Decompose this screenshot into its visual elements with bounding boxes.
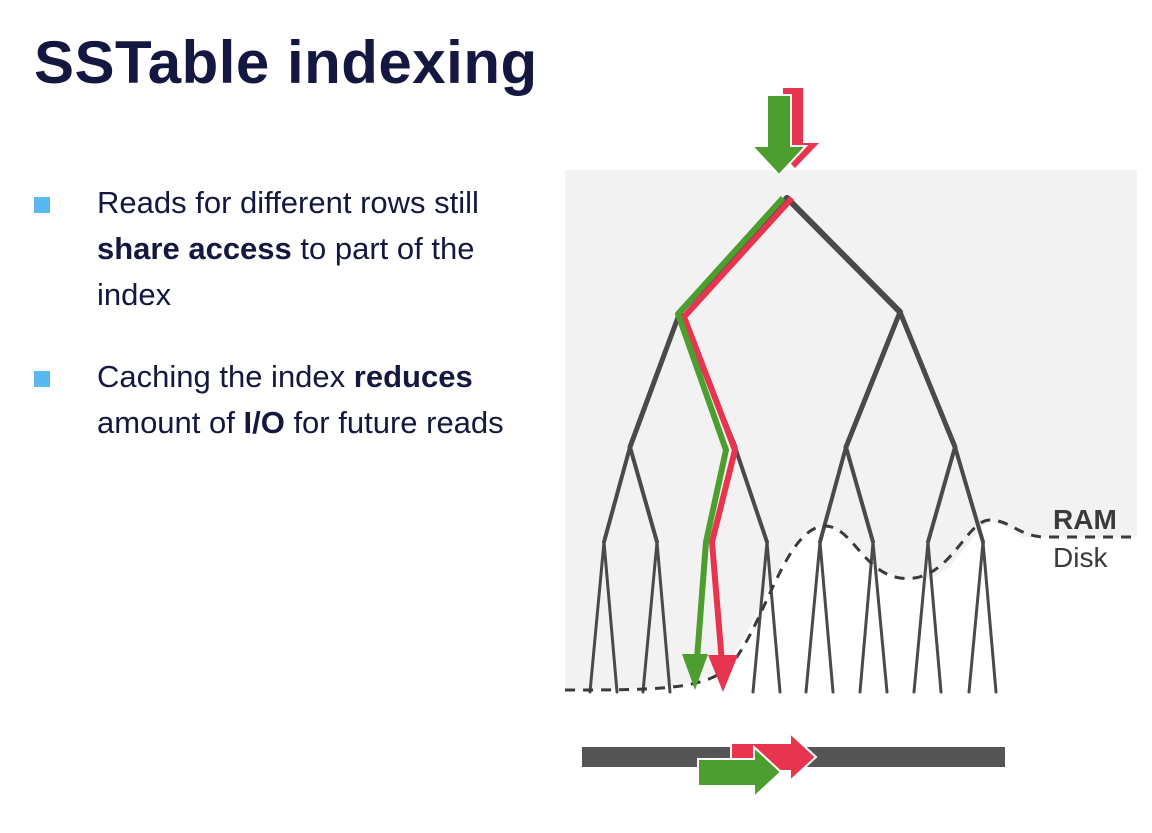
tree-edge bbox=[981, 540, 998, 694]
bullet-text-bold: reduces bbox=[353, 359, 473, 394]
bullet-text-part: Caching the index bbox=[97, 359, 354, 394]
bullet-text-bold: share access bbox=[97, 231, 292, 266]
bullet-item: Caching the index reduces amount of I/O … bbox=[34, 354, 504, 446]
bullet-text-bold: I/O bbox=[243, 405, 285, 440]
bullet-text: Caching the index reduces amount of I/O … bbox=[97, 359, 504, 440]
data-file-arrows bbox=[697, 730, 818, 800]
bullet-item: Reads for different rows still share acc… bbox=[34, 180, 504, 318]
bullet-marker-icon bbox=[34, 371, 50, 387]
entry-arrows bbox=[749, 88, 819, 177]
tree-edge bbox=[818, 540, 835, 694]
tree-edge bbox=[953, 445, 985, 544]
disk-label: Disk bbox=[1053, 542, 1108, 573]
green-arrowhead-icon bbox=[682, 654, 708, 690]
bullet-text: Reads for different rows still share acc… bbox=[97, 185, 479, 312]
tree-edge bbox=[655, 540, 672, 694]
green-entry-arrow-icon bbox=[749, 94, 809, 177]
tree-edge bbox=[641, 540, 659, 694]
bullet-text-part: amount of bbox=[97, 405, 244, 440]
tree-edge bbox=[628, 445, 659, 544]
ram-disk-boundary bbox=[564, 518, 1137, 692]
red-arrowhead-icon bbox=[708, 655, 738, 692]
tree-edge bbox=[843, 309, 903, 450]
bullet-text-part: to part of the index bbox=[97, 231, 475, 312]
ram-label: RAM bbox=[1053, 504, 1117, 535]
tree-edge bbox=[926, 540, 943, 694]
tree-edge bbox=[784, 195, 903, 315]
tree-edge bbox=[602, 445, 632, 544]
tree-edge bbox=[588, 540, 606, 694]
read-path-green bbox=[675, 195, 786, 690]
tree-edge bbox=[858, 540, 875, 694]
tree-edge bbox=[602, 540, 619, 694]
bullet-text-part: for future reads bbox=[284, 405, 504, 440]
tree-edge bbox=[871, 540, 889, 694]
page-title: SSTable indexing bbox=[34, 29, 538, 96]
tree-edge bbox=[765, 540, 782, 694]
tree-edge bbox=[733, 445, 769, 544]
tree-edge bbox=[844, 445, 875, 544]
tree-edge bbox=[926, 445, 957, 544]
tree-edge bbox=[897, 309, 958, 450]
tree-edge bbox=[912, 540, 930, 694]
tree-edge bbox=[967, 540, 985, 694]
green-file-arrow-icon bbox=[697, 744, 783, 800]
tree-edge bbox=[751, 540, 769, 694]
tree-edge bbox=[804, 540, 822, 694]
bullet-text-part: Reads for different rows still bbox=[97, 185, 479, 220]
tree-edge bbox=[627, 309, 683, 450]
bullet-list: Reads for different rows still share acc… bbox=[34, 180, 504, 482]
read-path-red bbox=[681, 195, 795, 692]
bullet-marker-icon bbox=[34, 197, 50, 213]
